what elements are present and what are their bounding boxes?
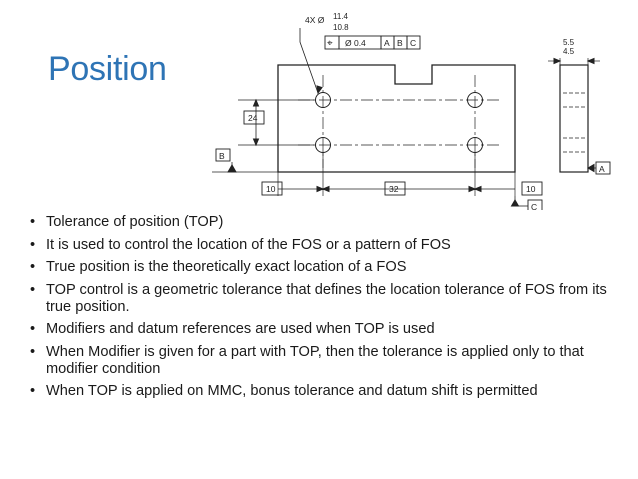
slide-title: Position xyxy=(48,50,167,88)
datum-c-label: C xyxy=(531,202,537,210)
fcf-tolerance: Ø 0.4 xyxy=(345,38,366,48)
position-symbol: ⌖ xyxy=(327,38,333,49)
bullet-item: True position is the theoretically exact… xyxy=(30,259,630,276)
datum-a-label: A xyxy=(599,164,605,174)
bullet-item: Modifiers and datum references are used … xyxy=(30,321,630,338)
thickness-lower: 4.5 xyxy=(563,47,575,56)
position-tolerance-drawing: 4X Ø 11.4 10.8 ⌖ Ø 0.4 A B C 24 10 32 10… xyxy=(212,12,611,210)
side-view xyxy=(559,64,589,173)
center-lines xyxy=(298,75,500,168)
dim-left: 10 xyxy=(266,184,276,194)
bullet-item: When TOP is applied on MMC, bonus tolera… xyxy=(30,383,630,400)
dim-height: 24 xyxy=(248,113,258,123)
fcf-datum-b: B xyxy=(397,38,403,48)
dim-right: 10 xyxy=(526,184,536,194)
part-outline xyxy=(277,64,516,173)
bullet-item: Tolerance of position (TOP) xyxy=(30,214,630,231)
dim-spacing: 32 xyxy=(389,184,399,194)
bullet-list: Tolerance of position (TOP) It is used t… xyxy=(30,214,630,406)
bullet-item: When Modifier is given for a part with T… xyxy=(30,344,630,378)
datum-b-label: B xyxy=(219,151,225,161)
thickness-upper: 5.5 xyxy=(563,38,575,47)
callout-lower: 10.8 xyxy=(333,23,349,32)
fcf-datum-c: C xyxy=(410,38,416,48)
callout-count: 4X Ø xyxy=(305,15,325,25)
fcf-datum-a: A xyxy=(384,38,390,48)
bullet-item: TOP control is a geometric tolerance tha… xyxy=(30,282,630,316)
bullet-item: It is used to control the location of th… xyxy=(30,237,630,254)
callout-upper: 11.4 xyxy=(333,12,349,21)
